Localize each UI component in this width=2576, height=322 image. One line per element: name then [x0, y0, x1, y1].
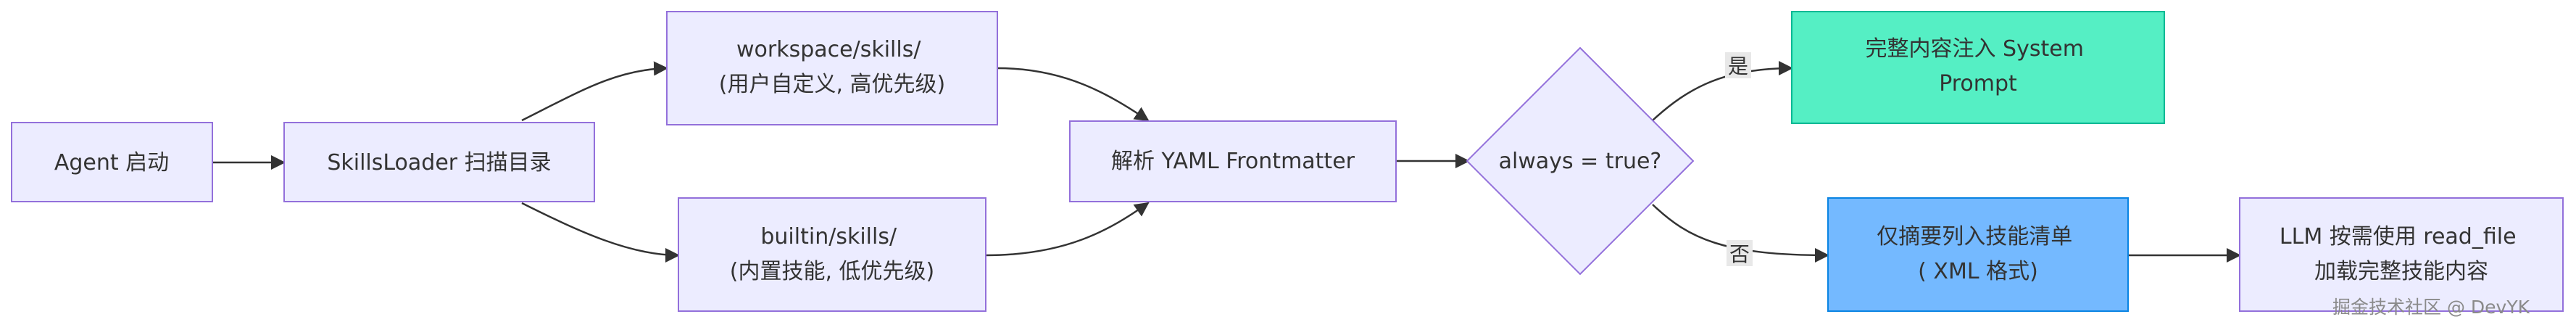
- edge-decision-no: [1652, 204, 1829, 263]
- edge-loader-to-builtin: [521, 202, 680, 263]
- svg-text:仅摘要列入技能清单 ( XML 格式): 仅摘要列入技能清单 ( XML 格式): [1877, 224, 2080, 284]
- edge-label-yes: 是: [1725, 52, 1751, 78]
- node-summary-list: 仅摘要列入技能清单 ( XML 格式): [1827, 197, 2129, 312]
- node-summary-list-line-2: ( XML 格式): [1918, 259, 2038, 284]
- svg-text:完整内容注入 System Prompt: 完整内容注入 System Prompt: [1866, 36, 2091, 96]
- edges: [212, 61, 2241, 263]
- node-builtin-skills-line-2: (内置技能, 低优先级): [730, 259, 934, 284]
- svg-text:解析 YAML Frontmatter: 解析 YAML Frontmatter: [1111, 149, 1355, 174]
- node-agent-start-line-1: Agent 启动: [54, 150, 169, 176]
- node-full-inject-line-1: 完整内容注入 System: [1866, 36, 2084, 62]
- node-llm-read-line-2: 加载完整技能内容: [2314, 259, 2488, 284]
- node-builtin-skills-line-1: builtin/skills/: [760, 224, 897, 249]
- svg-text:LLM 按需使用 read_file 加载完整技: LLM 按需使用 read_file 加载完整技能内容: [2280, 224, 2523, 284]
- node-skills-loader-line-1: SkillsLoader 扫描目录: [327, 150, 551, 176]
- watermark: 掘金技术社区 @ DevYK: [2332, 297, 2530, 318]
- edge-builtin-to-parse: [985, 202, 1150, 257]
- node-full-inject: 完整内容注入 System Prompt: [1791, 11, 2165, 124]
- svg-text:Agent 启动: Agent 启动: [54, 150, 169, 176]
- svg-text:SkillsLoader 扫描目录: SkillsLoader 扫描目录: [327, 150, 551, 176]
- svg-text:builtin/skills/ (内置技能, 低: builtin/skills/ (内置技能, 低优先级): [730, 224, 934, 284]
- node-builtin-skills: builtin/skills/ (内置技能, 低优先级): [678, 197, 986, 312]
- node-workspace-skills: workspace/skills/ (用户自定义, 高优先级): [666, 11, 998, 125]
- edge-loader-to-workspace: [521, 61, 668, 122]
- node-workspace-skills-line-2: (用户自定义, 高优先级): [719, 72, 945, 97]
- node-full-inject-line-2: Prompt: [1939, 71, 2017, 96]
- node-decision-line-1: always = true?: [1499, 149, 1662, 174]
- edge-workspace-to-parse: [997, 67, 1150, 122]
- node-parse-yaml-line-1: 解析 YAML Frontmatter: [1111, 149, 1355, 174]
- edge-label-no-text: 否: [1729, 242, 1750, 266]
- node-parse-yaml: 解析 YAML Frontmatter: [1069, 120, 1397, 202]
- node-llm-read: LLM 按需使用 read_file 加载完整技能内容: [2239, 197, 2564, 312]
- svg-text:always = true?: always = true?: [1499, 149, 1662, 174]
- node-decision: always = true?: [1466, 46, 1695, 276]
- edge-label-yes-text: 是: [1728, 54, 1748, 78]
- node-llm-read-line-1: LLM 按需使用 read_file: [2280, 224, 2517, 249]
- edge-decision-yes: [1652, 61, 1793, 121]
- node-workspace-skills-line-1: workspace/skills/: [736, 37, 921, 62]
- node-agent-start: Agent 启动: [11, 122, 213, 202]
- svg-text:workspace/skills/ (用户自定义: workspace/skills/ (用户自定义, 高优先级): [719, 37, 945, 97]
- edge-label-no: 否: [1727, 240, 1753, 266]
- node-skills-loader: SkillsLoader 扫描目录: [283, 122, 595, 202]
- node-summary-list-line-1: 仅摘要列入技能清单: [1877, 224, 2072, 249]
